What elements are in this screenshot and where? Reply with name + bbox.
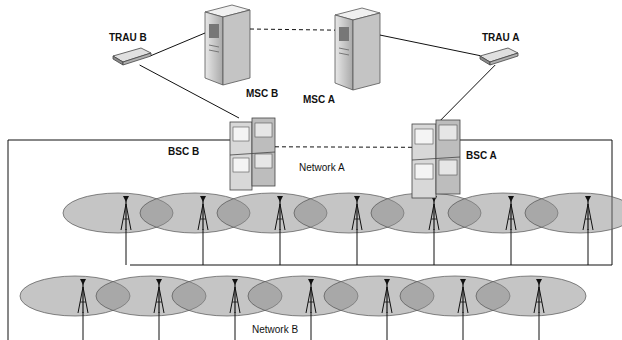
trau-node: TRAU B [113,48,151,65]
cell-coverage [525,193,622,233]
cell-tower [154,279,164,313]
cell-tower [230,279,240,313]
msc-node: MSC B [205,5,250,85]
tower-feed [357,229,358,265]
server-icon [205,5,250,85]
network-a-cells [63,193,622,265]
node-label: MSC B [246,88,278,100]
cell-tower [506,196,516,230]
cell-tower [306,279,316,313]
node-label: MSC A [303,94,335,106]
cell-tower [352,196,362,230]
cell-tower [275,196,285,230]
tower-feed [280,229,281,265]
node-label: BSC B [168,146,199,158]
tower-feed [588,229,589,265]
trau-icon [113,48,151,65]
dashed-link [250,29,335,30]
tower-feed [434,229,435,265]
tower-feed [539,312,540,340]
tower-feed [463,312,464,340]
tower-feed [126,229,127,265]
bsc-node: BSC A [412,120,460,198]
server-icon [335,8,380,90]
link-line [151,33,205,56]
bsc-rack-icon [412,120,460,198]
tower-feed [387,312,388,340]
cell-tower [458,279,468,313]
tower-feed [311,312,312,340]
tower-feed [235,312,236,340]
node-label: TRAU B [109,32,147,44]
tower-feed [511,229,512,265]
cell-tower [121,196,131,230]
cell-tower [534,279,544,313]
msc-node: MSC A [335,8,380,90]
link-line [441,65,495,120]
cell-tower [198,196,208,230]
network-label: Network B [250,324,300,336]
cell-tower [78,279,88,313]
bsc-node: BSC B [230,118,275,190]
tower-feed [203,229,204,265]
cell-tower [429,196,439,230]
cell-tower [382,279,392,313]
link-line [380,35,480,56]
trau-node: TRAU A [480,48,518,65]
bsc-rack-icon [230,118,275,190]
tower-feed [83,312,84,340]
tower-feed [159,312,160,340]
trau-icon [480,48,518,65]
cell-coverage [476,276,586,316]
link-line [140,65,239,118]
cell-tower [583,196,593,230]
network-b-cells [20,276,586,340]
dashed-link [275,146,412,148]
node-label: TRAU A [482,32,519,44]
node-label: BSC A [466,150,497,162]
network-label: Network A [297,162,347,174]
